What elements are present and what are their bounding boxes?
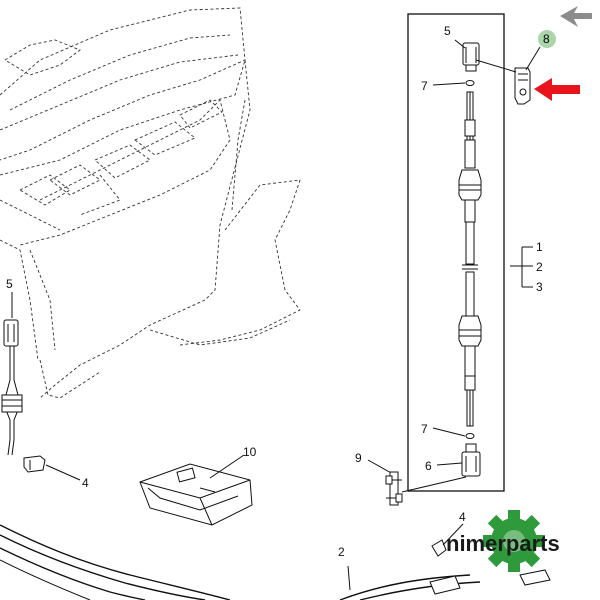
callout-6: 6 <box>425 459 432 473</box>
clip-part-bottom <box>431 523 464 557</box>
cable-end-clevis-top <box>462 42 480 72</box>
callout-9: 9 <box>355 451 362 465</box>
callout-4-bottom: 4 <box>459 510 466 524</box>
watermark-text: nimerparts <box>446 531 560 556</box>
cable-assembly <box>458 42 482 477</box>
callout-7-bottom: 7 <box>421 422 428 436</box>
callout-3: 3 <box>536 280 543 294</box>
lower-cables <box>0 524 551 600</box>
nav-arrow-icon[interactable] <box>560 6 592 27</box>
callout-10: 10 <box>243 445 257 459</box>
callout-7-top: 7 <box>421 79 428 93</box>
callout-bracket <box>510 246 533 288</box>
washer-top <box>465 80 475 86</box>
callout-2-bottom: 2 <box>338 545 345 559</box>
detail-frame <box>407 13 505 492</box>
callout-5-top: 5 <box>444 24 451 38</box>
callout-8-badge: 8 <box>543 32 550 46</box>
bracket-part <box>367 459 467 506</box>
gear-icon <box>483 510 545 572</box>
callout-2: 2 <box>536 260 543 274</box>
red-pointer-arrow <box>534 78 580 101</box>
module-part <box>139 454 253 526</box>
highlight-badge <box>538 30 556 48</box>
left-shifter-cable <box>1 292 23 456</box>
callout-5-left: 5 <box>6 277 13 291</box>
callout-1: 1 <box>536 240 543 254</box>
callout-4-left: 4 <box>82 476 89 490</box>
spring-clip-part <box>514 67 531 105</box>
washer-bottom <box>465 433 475 439</box>
cable-end-clevis-bottom <box>461 443 481 477</box>
clip-part-left <box>23 455 81 481</box>
dashboard-outline <box>0 7 301 399</box>
watermark-logo: nimerparts <box>446 510 560 572</box>
